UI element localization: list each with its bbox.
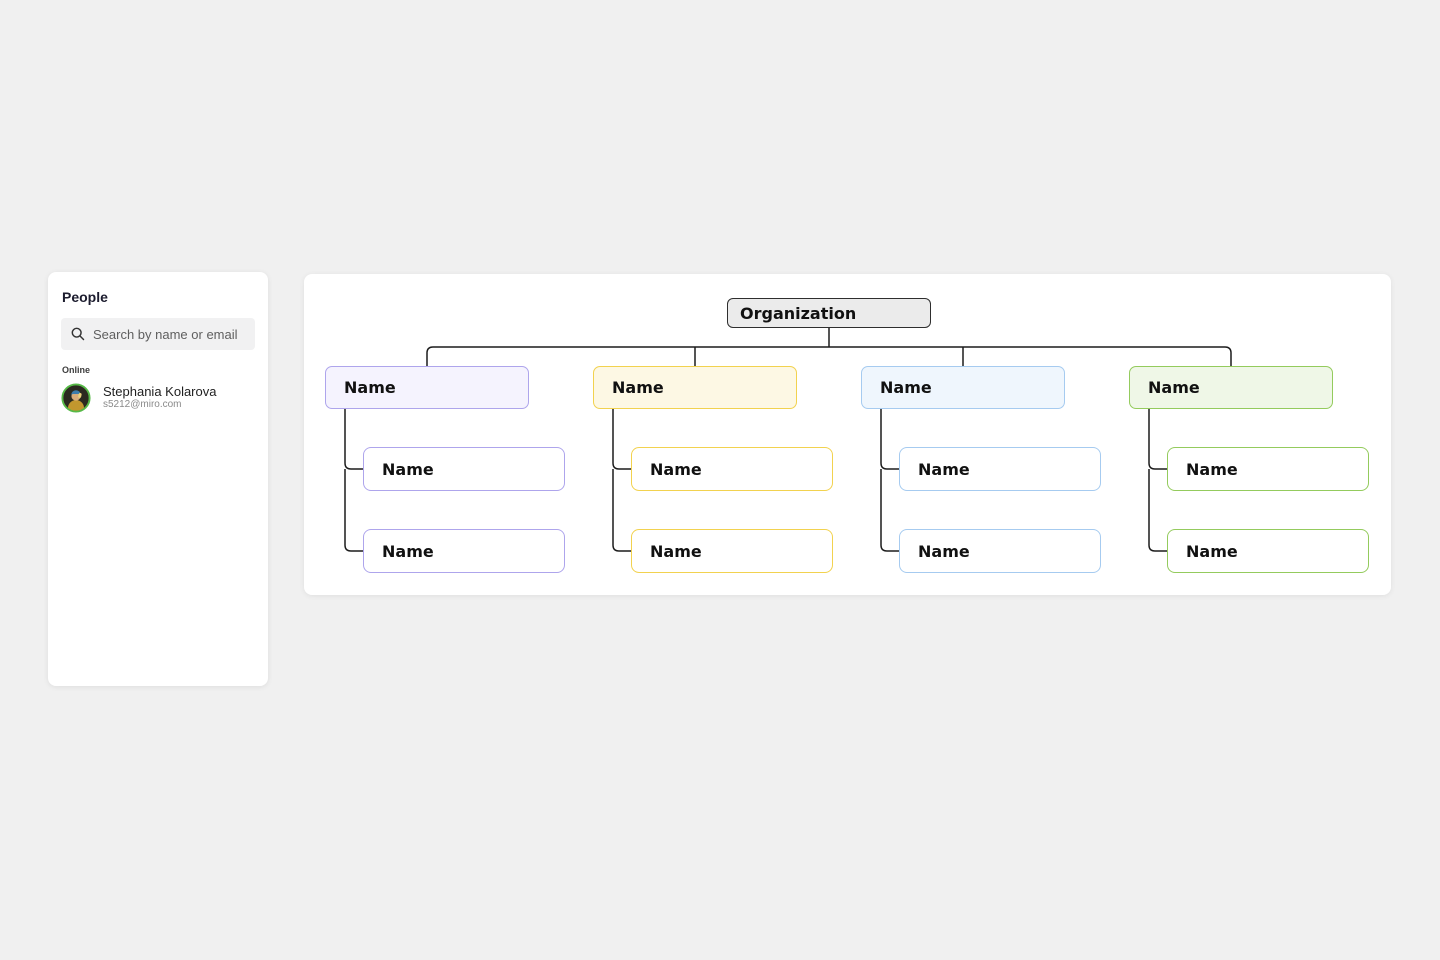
org-node-parent[interactable]: Name — [593, 366, 797, 409]
user-email: s5212@miro.com — [103, 399, 182, 411]
org-node-child[interactable]: Name — [363, 447, 565, 491]
org-node-label: Name — [1186, 459, 1238, 479]
org-node-label: Name — [918, 459, 970, 479]
org-node-parent[interactable]: Name — [1129, 366, 1333, 409]
org-node-child[interactable]: Name — [363, 529, 565, 573]
people-panel-title: People — [62, 289, 108, 305]
org-node-label: Name — [382, 541, 434, 561]
search-input[interactable] — [93, 326, 245, 342]
org-node-parent[interactable]: Name — [325, 366, 529, 409]
search-icon — [71, 327, 85, 341]
org-node-child[interactable]: Name — [1167, 447, 1369, 491]
org-node-label: Name — [612, 378, 664, 397]
org-node-child[interactable]: Name — [1167, 529, 1369, 573]
org-node-label: Name — [650, 459, 702, 479]
user-avatar — [61, 383, 91, 413]
user-list-item[interactable]: Stephania Kolarova s5212@miro.com — [61, 383, 255, 413]
org-node-parent[interactable]: Name — [861, 366, 1065, 409]
org-node-child[interactable]: Name — [631, 529, 833, 573]
org-node-label: Name — [1186, 541, 1238, 561]
org-node-label: Name — [1148, 378, 1200, 397]
org-node-child[interactable]: Name — [899, 529, 1101, 573]
org-node-root-label: Organization — [740, 303, 857, 323]
org-node-root[interactable]: Organization — [727, 298, 931, 328]
search-box[interactable] — [61, 318, 255, 350]
user-name: Stephania Kolarova — [103, 383, 217, 399]
people-panel: People Online Stephania Kolarova s5212@m… — [48, 272, 268, 686]
org-node-label: Name — [880, 378, 932, 397]
user-info: Stephania Kolarova s5212@miro.com — [103, 383, 217, 412]
online-presence-ring — [61, 383, 91, 413]
org-node-child[interactable]: Name — [899, 447, 1101, 491]
org-node-label: Name — [918, 541, 970, 561]
online-section-label: Online — [62, 365, 91, 375]
org-node-label: Name — [344, 378, 396, 397]
org-chart-canvas[interactable]: Organization Name Name Name Name Name Na… — [304, 274, 1391, 595]
org-node-child[interactable]: Name — [631, 447, 833, 491]
org-node-label: Name — [650, 541, 702, 561]
org-node-label: Name — [382, 459, 434, 479]
